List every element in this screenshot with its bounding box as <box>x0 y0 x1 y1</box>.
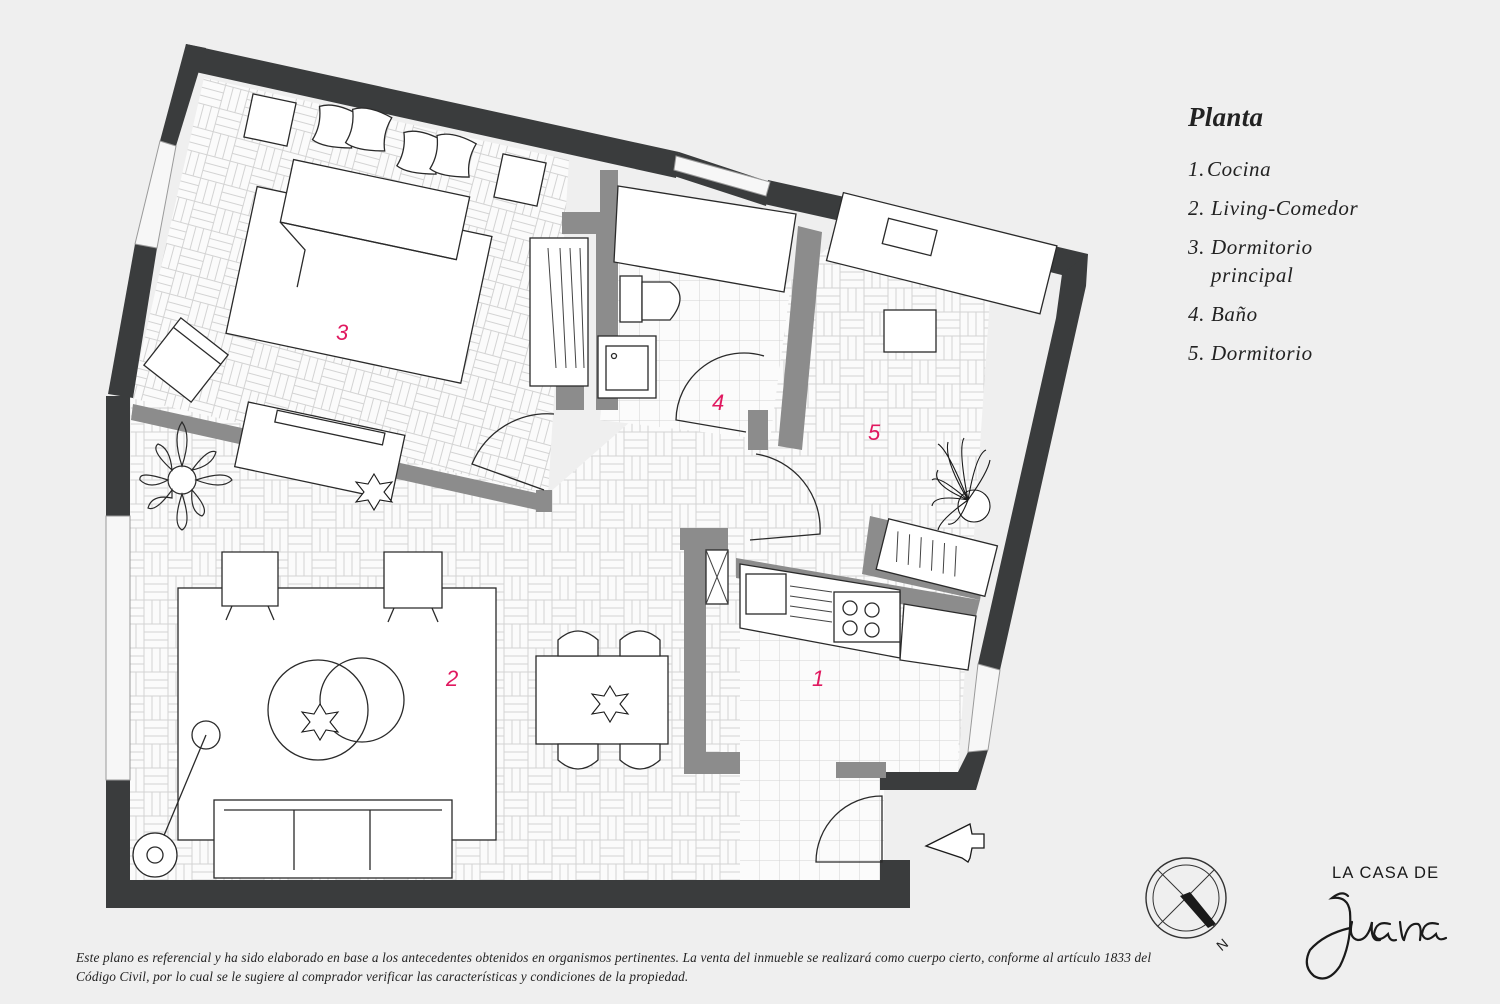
legend-item-number: 1. <box>1188 157 1205 181</box>
legend-item-label: Dormitorio principal <box>1211 235 1313 287</box>
entry-arrow-icon <box>924 823 985 863</box>
compass-north-label: N <box>1213 935 1231 954</box>
legend-item-label: Living-Comedor <box>1211 196 1359 220</box>
floor-lamp <box>132 720 221 878</box>
legend-item-living-comedor: 2.Living-Comedor <box>1188 194 1376 222</box>
brand-logo: LA CASA DE <box>1290 862 1470 984</box>
wall-right <box>978 254 1088 670</box>
window-left-lower <box>105 515 131 781</box>
partition-bedroom-end <box>536 490 552 512</box>
nightstand-right <box>493 153 547 207</box>
legend: Planta 1.Cocina 2.Living-Comedor 3.Dormi… <box>1188 102 1376 378</box>
bed-double <box>225 158 493 384</box>
legend-list: 1.Cocina 2.Living-Comedor 3.Dormitorio p… <box>1188 155 1376 367</box>
window-right <box>967 663 1001 753</box>
door-entry <box>815 795 883 863</box>
legend-item-bano: 4.Baño <box>1188 300 1376 328</box>
legend-title: Planta <box>1188 102 1264 132</box>
closet-bedroom <box>529 237 589 387</box>
toilet <box>619 275 681 323</box>
brand-script-logo <box>1305 892 1448 980</box>
kitchen-counter <box>739 563 901 659</box>
wall-bottom <box>106 880 908 908</box>
partition-door-jamb <box>748 410 768 450</box>
bathtub <box>613 185 797 293</box>
disclaimer-text: Este plano es referencial y ha sido elab… <box>76 950 1152 984</box>
chair-bedroom-5 <box>883 309 937 353</box>
partition-kitchen-left <box>684 530 706 774</box>
wall-entry-bottom <box>880 860 910 908</box>
door-bedroom-5 <box>749 453 821 541</box>
legend-item-number: 2. <box>1188 196 1205 220</box>
desk-bedroom-5 <box>825 191 1058 315</box>
armchair-bedroom <box>142 316 230 404</box>
door-bathroom <box>675 352 765 433</box>
plant-bedroom-5 <box>931 437 991 531</box>
room-number-1: 1 <box>812 666 824 691</box>
wall-top-left <box>182 44 679 178</box>
legend-item-number: 3. <box>1188 235 1205 259</box>
room-number-4: 4 <box>712 390 724 415</box>
closet-bedroom-5 <box>875 518 999 598</box>
legend-item-dormitorio-principal: 3.Dormitorio principal <box>1188 233 1376 289</box>
legend-item-number: 5. <box>1188 341 1205 365</box>
legend-item-number: 4. <box>1188 302 1205 326</box>
window-bath <box>673 155 771 197</box>
legend-item-label: Dormitorio <box>1211 341 1313 365</box>
wall-left-lower <box>106 396 130 516</box>
decorative-flowers <box>300 472 630 742</box>
chair-living-1 <box>221 551 279 621</box>
wall-left-upper <box>160 44 206 146</box>
furniture <box>132 93 1058 879</box>
fridge <box>899 603 977 671</box>
desk-bedroom <box>233 401 406 501</box>
chair-living-2 <box>383 551 443 623</box>
partition-closet-head <box>562 212 620 234</box>
compass-icon: N <box>1145 857 1231 954</box>
partition-kitchen-foot <box>684 752 740 774</box>
wall-entry-stub <box>880 772 910 786</box>
room-number-5: 5 <box>868 420 881 445</box>
wall-left-pier <box>108 244 157 398</box>
room-number-2: 2 <box>445 666 458 691</box>
plant-living <box>139 420 233 531</box>
brand-name-top: LA CASA DE <box>1332 864 1440 882</box>
window-left-upper <box>134 140 177 249</box>
legend-item-cocina: 1.Cocina <box>1188 155 1376 183</box>
nightstand-left <box>243 93 297 147</box>
legend-item-label: Cocina <box>1207 157 1272 181</box>
partition-bath-foot <box>556 386 584 410</box>
door-bedroom-3 <box>471 413 555 491</box>
doors <box>471 352 883 863</box>
kitchen-unit <box>705 549 729 605</box>
chairs-small <box>557 630 661 770</box>
shower-basin <box>597 335 657 399</box>
pillows <box>311 104 478 178</box>
partition-kitchen-right <box>836 762 886 778</box>
partition-bath-right <box>778 226 822 450</box>
sofa <box>213 799 453 879</box>
legend-item-dormitorio: 5.Dormitorio <box>1188 339 1376 367</box>
room-number-3: 3 <box>336 320 349 345</box>
exterior-walls <box>106 44 1088 908</box>
legend-item-label: Baño <box>1211 302 1258 326</box>
room-labels: 1 2 3 4 5 <box>336 320 881 691</box>
windows <box>105 140 1001 781</box>
